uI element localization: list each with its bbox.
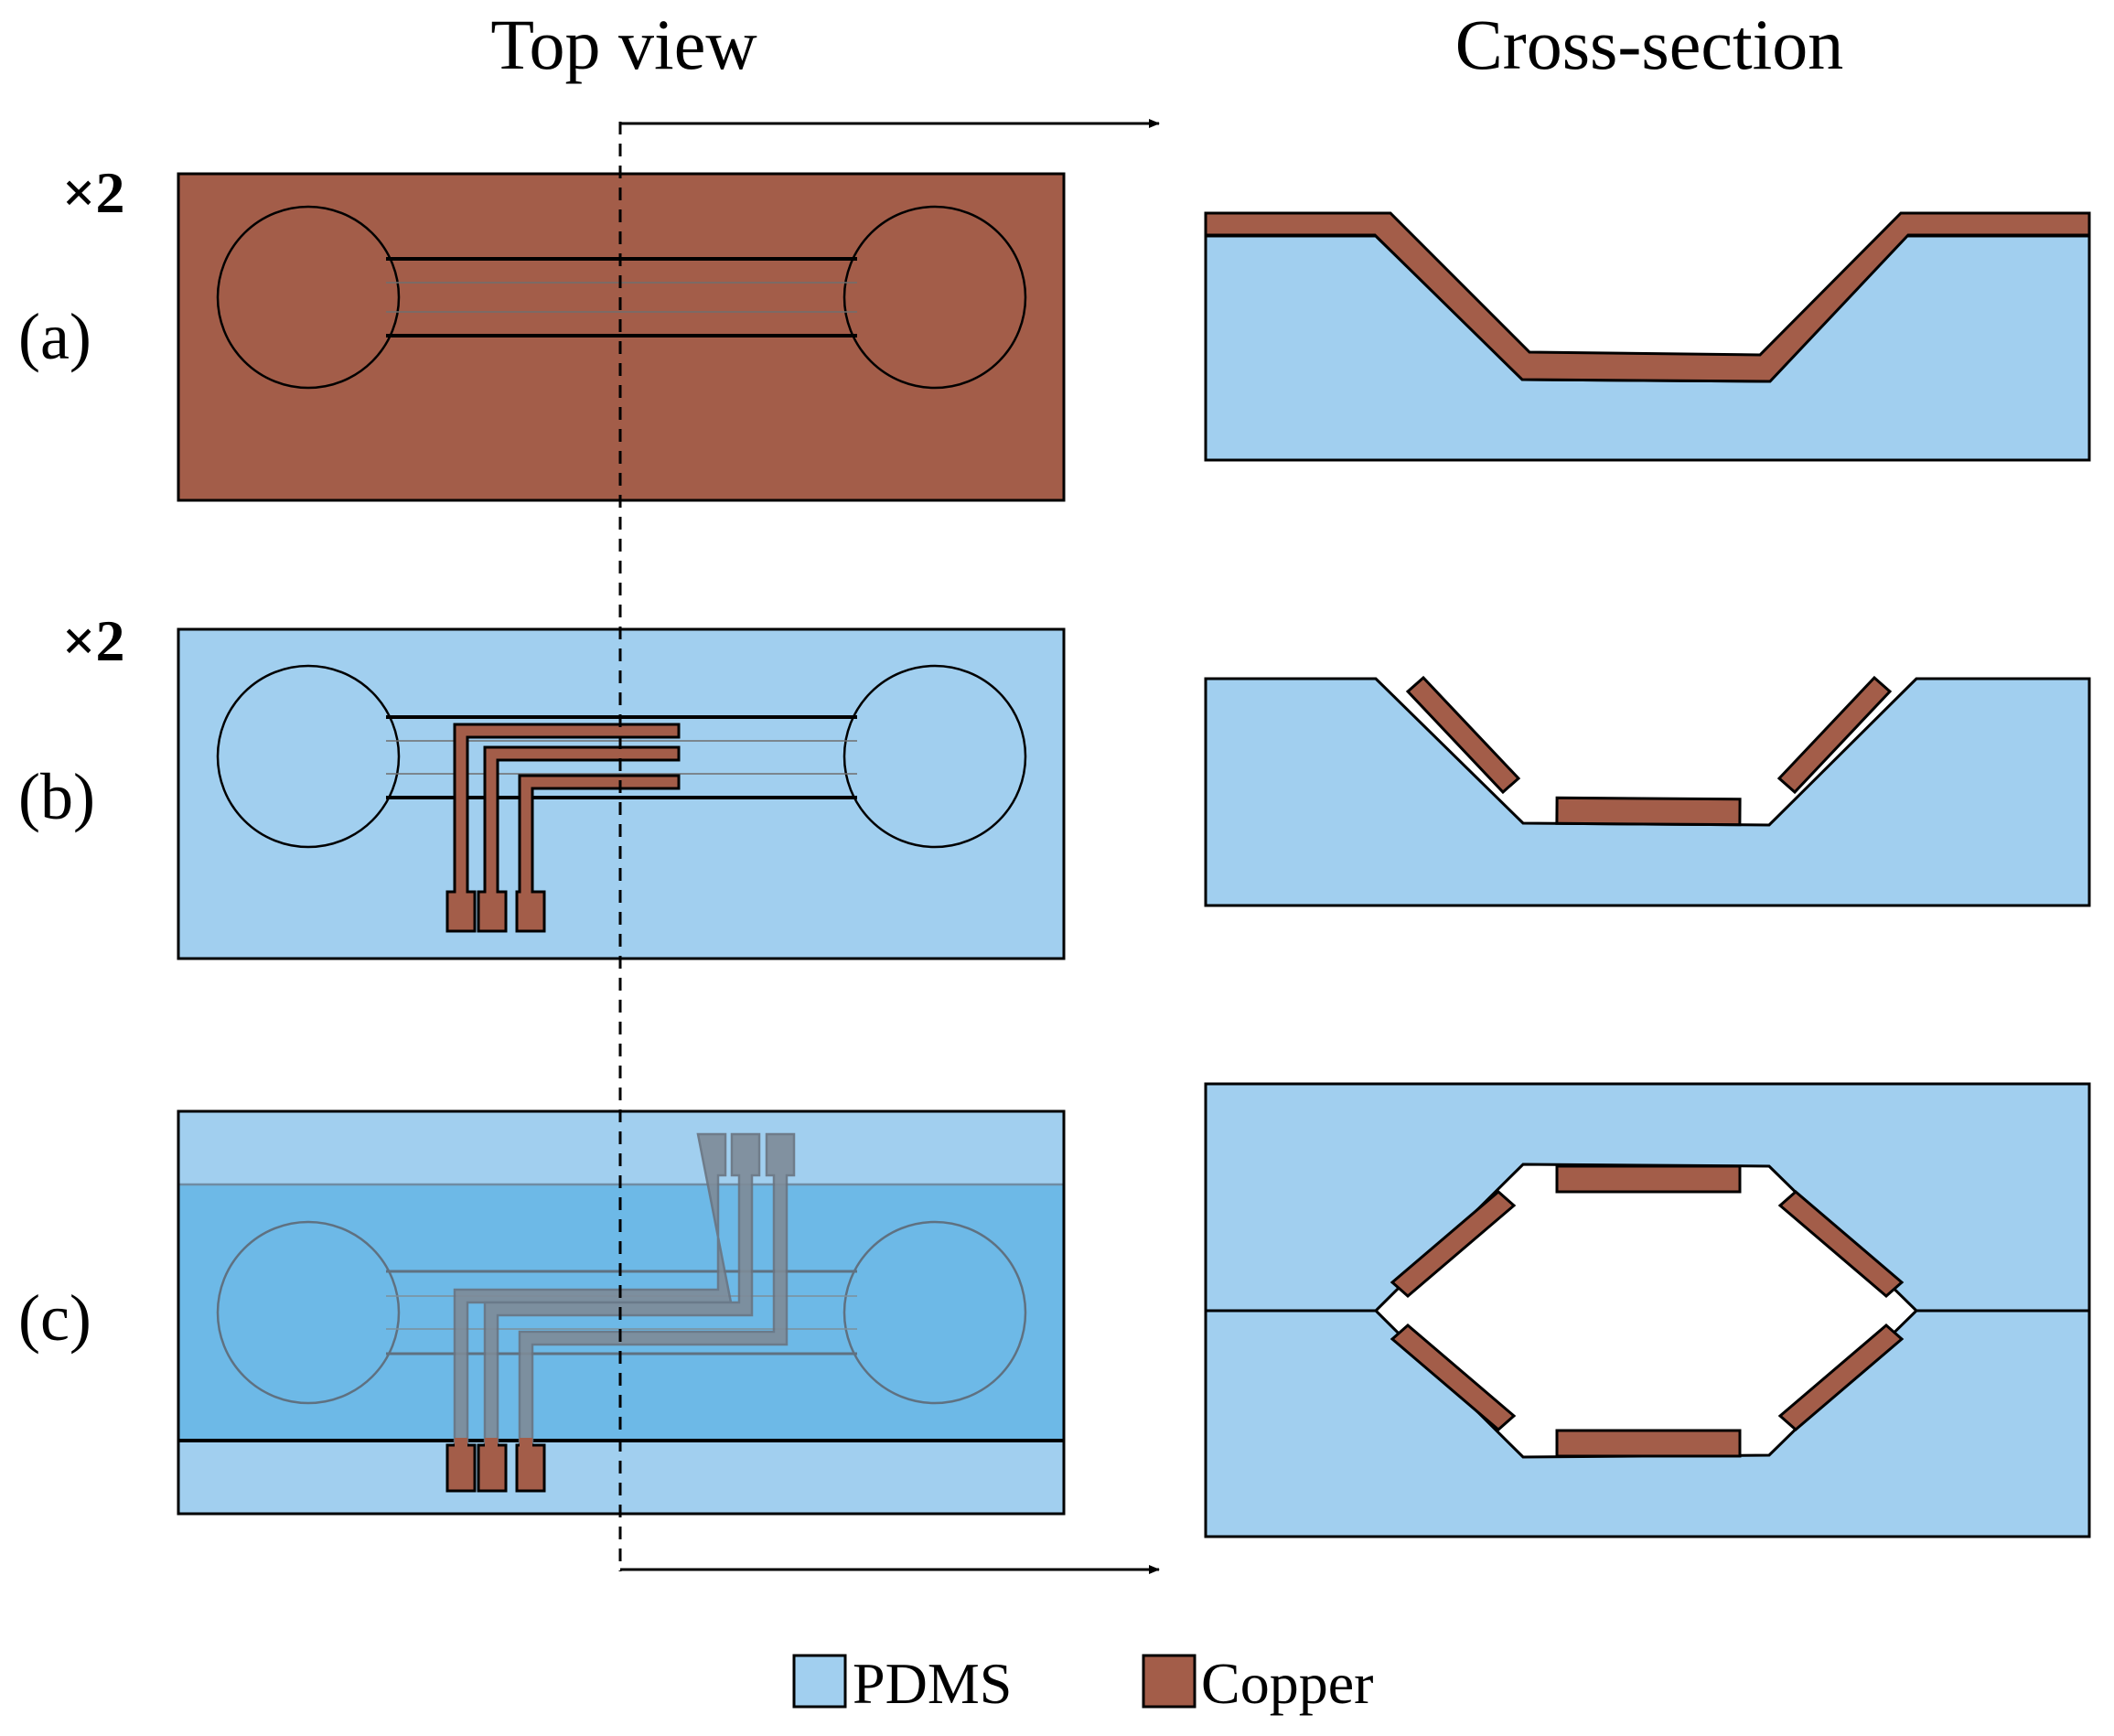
- panel-c-cross-section: [1204, 1082, 2091, 1538]
- electrode-sidewall-right: [1776, 675, 1893, 795]
- legend-label-pdms: PDMS: [853, 1651, 1012, 1716]
- panel-a-top-view: [177, 172, 1066, 502]
- electrode-bottom: [1555, 796, 1742, 827]
- legend-label-copper: Copper: [1201, 1651, 1373, 1716]
- contact-pad-stem: [520, 1438, 532, 1449]
- legend-swatch-pdms: [792, 1654, 847, 1709]
- electrode-trace: [445, 723, 681, 933]
- electrode-upper-left: [1390, 1190, 1517, 1298]
- left-reservoir: [216, 1220, 401, 1405]
- legend-swatch-copper: [1142, 1654, 1197, 1709]
- panel-a-label: (a): [18, 300, 91, 373]
- panel-a-multiplier: ×2: [62, 160, 124, 225]
- pdms-substrate: [177, 627, 1066, 960]
- right-reservoir: [842, 664, 1027, 849]
- panel-b-top-view: [177, 627, 1066, 960]
- channel-cavity: [1373, 1163, 1919, 1459]
- contact-pad: [477, 1443, 508, 1493]
- contact-pad: [515, 1443, 546, 1493]
- legend: PDMS Copper: [792, 1651, 1373, 1716]
- heading-top-view: Top view: [490, 5, 757, 84]
- electrode-lower-left: [1390, 1323, 1517, 1431]
- panel-b-multiplier: ×2: [62, 608, 124, 673]
- electrode-trace: [477, 745, 681, 933]
- contact-pad-stem: [455, 1438, 467, 1449]
- panel-c-label: (c): [18, 1281, 91, 1355]
- left-reservoir: [216, 664, 401, 849]
- pdms-mold: [1204, 234, 2091, 462]
- electrode-top: [1555, 1164, 1742, 1194]
- panel-b-cross-section: [1204, 675, 2091, 907]
- electrode-trace: [515, 774, 681, 933]
- right-reservoir: [842, 1220, 1027, 1405]
- heading-cross-section: Cross-section: [1455, 5, 1844, 84]
- cross-section-cut-indicator: [618, 119, 1160, 1574]
- electrode-bottom: [1555, 1429, 1742, 1458]
- panel-a-cross-section: [1204, 211, 2091, 462]
- contact-pad: [445, 1443, 477, 1493]
- copper-layer: [1204, 211, 2091, 383]
- right-reservoir: [842, 205, 1027, 390]
- left-reservoir: [216, 205, 401, 390]
- electrode-sidewall-left: [1405, 675, 1521, 795]
- electrode-upper-right: [1777, 1190, 1905, 1298]
- electrode-lower-right: [1777, 1323, 1905, 1431]
- contact-pad-stem: [485, 1438, 498, 1449]
- panel-b-label: (b): [18, 760, 95, 833]
- pdms-mold: [1204, 677, 2091, 907]
